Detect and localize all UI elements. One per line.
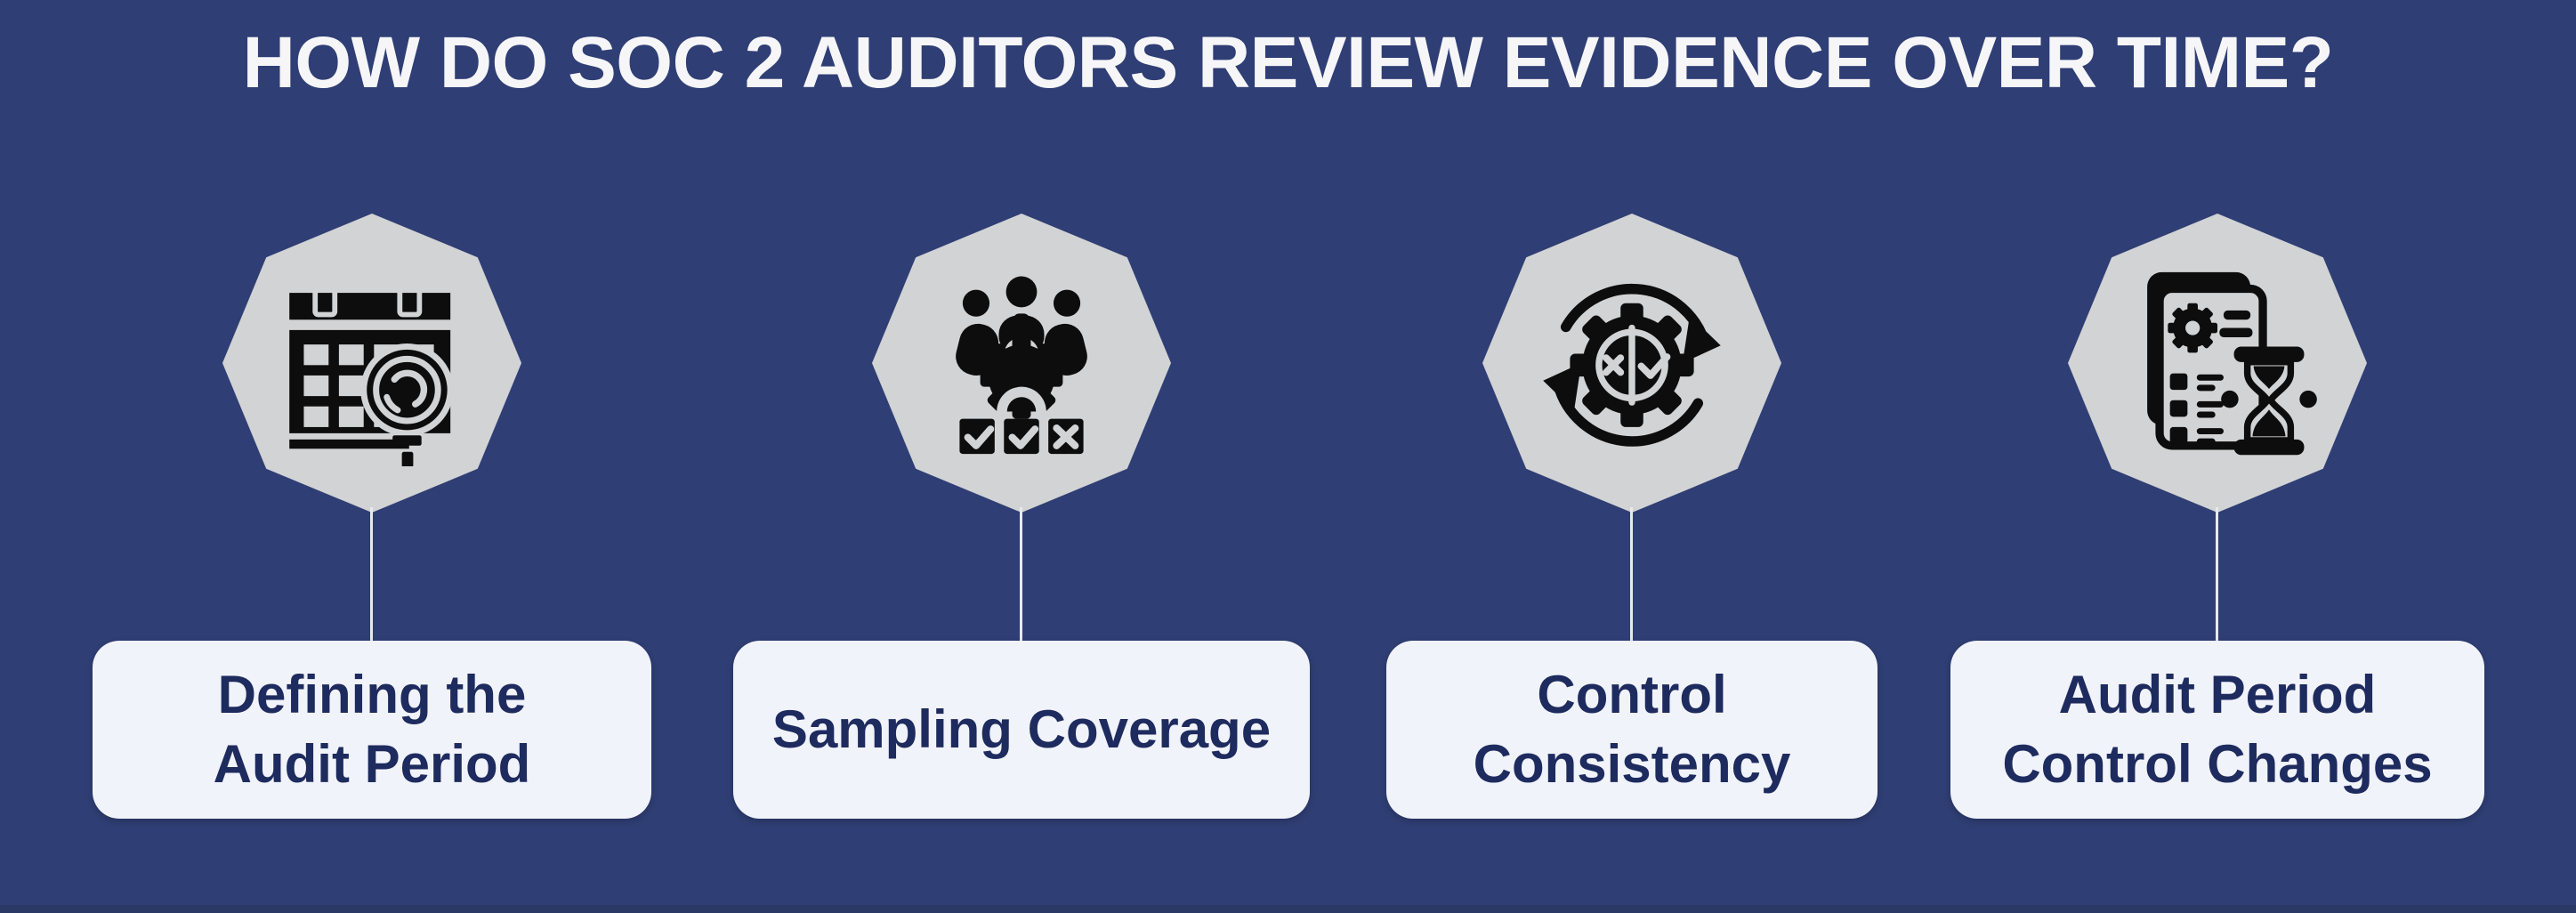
page-title: HOW DO SOC 2 AUDITORS REVIEW EVIDENCE OV…: [242, 22, 2334, 103]
connector-line: [1020, 507, 1022, 642]
connector-line: [1630, 507, 1633, 642]
document-hourglass-icon: [2147, 271, 2317, 456]
card-label: Audit Period Control Changes: [2002, 665, 2433, 794]
card-label: Control Consistency: [1473, 665, 1791, 794]
label-card-sampling: Sampling Coverage: [733, 641, 1310, 819]
connector-line: [2216, 507, 2218, 642]
label-card-control-changes: Audit Period Control Changes: [1950, 641, 2484, 819]
label-card-consistency: Control Consistency: [1386, 641, 1877, 819]
icon-badge-audit-period: [222, 214, 521, 513]
label-card-audit-period: Defining the Audit Period: [93, 641, 651, 819]
icon-badge-sampling: [872, 214, 1171, 513]
bottom-edge-strip: [0, 905, 2576, 913]
card-label: Defining the Audit Period: [213, 665, 531, 794]
connector-line: [370, 507, 373, 642]
icon-badge-consistency: [1482, 214, 1781, 513]
gear-cycle-icon: [1543, 283, 1721, 447]
card-label: Sampling Coverage: [771, 699, 1272, 759]
icon-badge-control-changes: [2068, 214, 2367, 513]
calendar-search-icon: [289, 268, 454, 466]
team-sampling-icon: [956, 276, 1087, 455]
